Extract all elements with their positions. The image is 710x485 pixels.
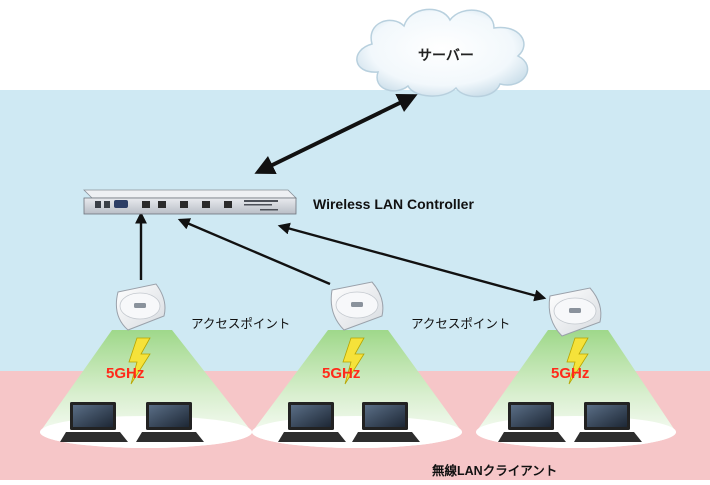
top-band	[0, 0, 710, 90]
arrow-controller-server	[254, 94, 418, 174]
laptop-icon-2	[136, 402, 204, 442]
lightning-icon-1	[128, 337, 151, 385]
access-point-label-2: アクセスポイント	[411, 317, 511, 331]
access-point-1-icon	[115, 283, 166, 331]
wireless-lan-controller-icon	[83, 189, 297, 215]
frequency-label-3: 5GHz	[551, 365, 590, 382]
access-point-label-1: アクセスポイント	[191, 317, 291, 331]
access-point-2-icon	[330, 281, 384, 331]
laptop-icon-6	[574, 402, 642, 442]
arrow-controller-ap3	[277, 222, 547, 302]
frequency-label-1: 5GHz	[106, 365, 145, 382]
laptop-icon-3	[278, 402, 346, 442]
laptop-icon-5	[498, 402, 566, 442]
laptop-icon-4	[352, 402, 420, 442]
lightning-icon-2	[342, 337, 365, 385]
lightning-icon-3	[566, 337, 589, 385]
controller-label: Wireless LAN Controller	[313, 196, 474, 212]
middle-band	[0, 90, 710, 371]
laptop-icon-1	[60, 402, 128, 442]
server-cloud-icon	[356, 8, 529, 98]
server-label: サーバー	[418, 47, 474, 63]
access-point-3-icon	[548, 287, 602, 337]
client-label: 無線LANクライアント	[432, 464, 558, 478]
frequency-label-2: 5GHz	[322, 365, 361, 382]
